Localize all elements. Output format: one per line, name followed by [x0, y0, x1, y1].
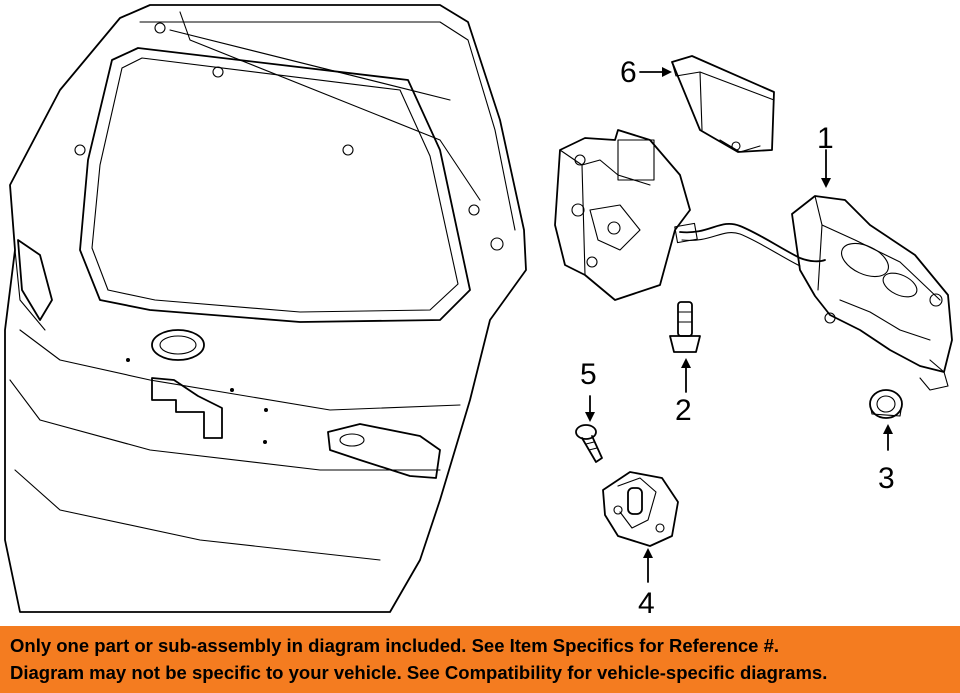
- exploded-parts-diagram: 1 2 3 4 5 6: [4, 4, 953, 620]
- callout-1: 1: [817, 122, 834, 155]
- part-4-striker: [602, 471, 679, 583]
- part-2-bolt: [669, 301, 701, 393]
- callout-2: 2: [675, 394, 692, 427]
- liftgate-panel: [4, 4, 527, 613]
- latch-actuator: [554, 129, 826, 301]
- disclaimer-line-1: Only one part or sub-assembly in diagram…: [10, 635, 780, 656]
- disclaimer-line-2: Diagram may not be specific to your vehi…: [10, 662, 828, 683]
- part-1-handle-assembly: [791, 149, 953, 391]
- callout-5: 5: [580, 358, 597, 391]
- callout-4: 4: [638, 587, 655, 620]
- part-5-screw: [575, 395, 603, 463]
- part-6-control-module: [639, 55, 775, 153]
- disclaimer-banner: Only one part or sub-assembly in diagram…: [0, 626, 960, 693]
- callout-3: 3: [878, 462, 895, 495]
- part-3-bushing: [869, 389, 903, 451]
- callout-6: 6: [620, 56, 637, 89]
